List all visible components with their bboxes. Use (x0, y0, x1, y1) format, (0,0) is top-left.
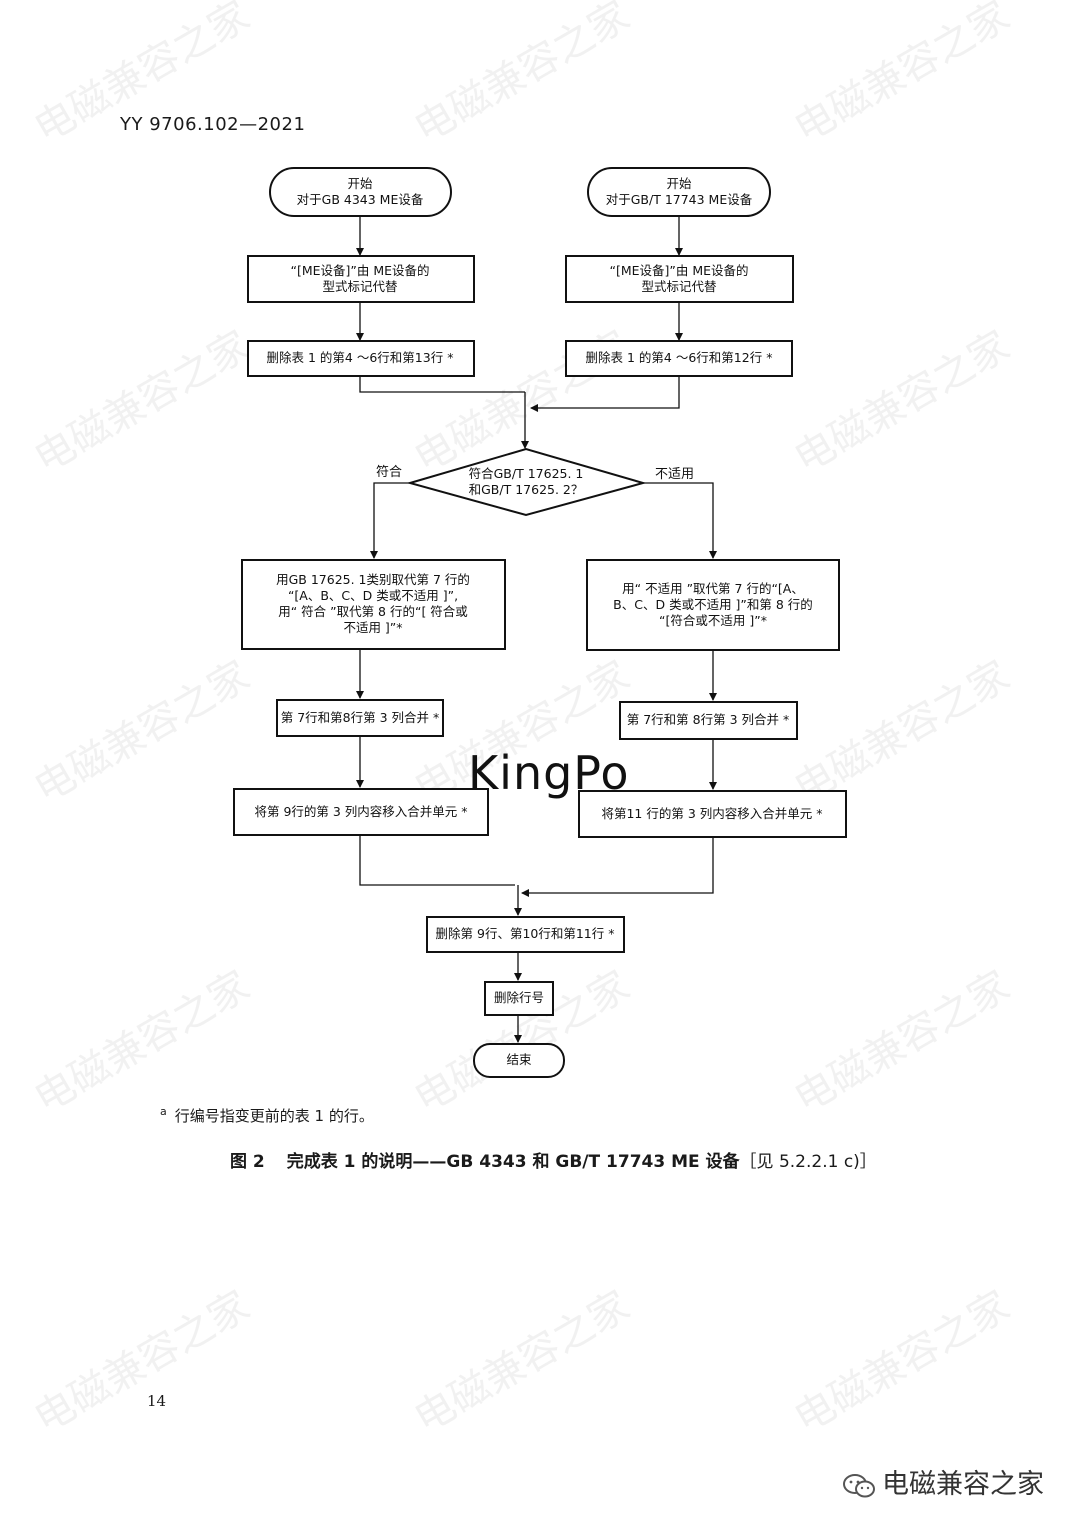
delete-right-box (565, 340, 793, 377)
move-left-text: 将第 9行的第 3 列内容移入合并单元 * (254, 804, 467, 819)
decision-node (406, 447, 647, 517)
watermark: 电磁兼容之家 (26, 1282, 258, 1443)
not-applicable-box (586, 559, 840, 651)
start-left-text: 开始 (347, 176, 373, 191)
figure-reference: ［见 5.2.2.1 c)］ (739, 1152, 877, 1172)
na-box-text: B、C、D 类或不适用 ]”和第 8 行的 (613, 597, 813, 612)
move-right-box (578, 790, 847, 838)
merge-left-box (276, 699, 444, 737)
figure-title: 完成表 1 的说明——GB 4343 和 GB/T 17743 ME 设备 (286, 1152, 740, 1172)
replace-left-box (247, 255, 475, 303)
figure-caption: 图 2 完成表 1 的说明——GB 4343 和 GB/T 17743 ME 设备… (230, 1147, 877, 1172)
decision-text: 符合GB/T 17625. 1 (469, 466, 584, 481)
flow-shapes (233, 167, 847, 1078)
document-header: YY 9706.102—2021 (120, 114, 306, 135)
delete-numbers-box (484, 981, 554, 1016)
delete-right-text: 删除表 1 的第4 ～6行和第12行 * (586, 350, 773, 365)
merge-right-box (619, 701, 798, 740)
decision-text: 和GB/T 17625. 2？ (469, 482, 584, 497)
footnote-mark: a (160, 1105, 167, 1118)
delete-rows-text: 删除第 9行、第10行和第11行 * (436, 926, 615, 941)
na-box-text: 用“ 不适用 ”取代第 7 行的“[A、 (622, 581, 804, 596)
wechat-icon (843, 1473, 875, 1497)
replace-left-text: 型式标记代替 (322, 279, 398, 294)
end-text: 结束 (506, 1052, 532, 1067)
comply-box-text: 不适用 ]”* (343, 620, 402, 635)
brand-footer: 电磁兼容之家 (842, 1462, 1044, 1501)
replace-right-text: 型式标记代替 (641, 279, 717, 294)
figure-number: 图 2 (230, 1152, 265, 1172)
move-right-text: 将第11 行的第 3 列内容移入合并单元 * (601, 806, 822, 821)
branch-label-not-applicable: 不适用 (655, 467, 694, 482)
comply-box-text: 用“ 符合 ”取代第 8 行的“[ 符合或 (278, 604, 468, 619)
comply-box-text: 用GB 17625. 1类别取代第 7 行的 (276, 572, 470, 587)
start-right-text: 对于GB/T 17743 ME设备 (606, 192, 753, 207)
start-right-node (587, 167, 771, 217)
move-left-box (233, 788, 489, 836)
comply-box (241, 559, 506, 650)
branch-label-comply: 符合 (376, 464, 402, 480)
watermark: 电磁兼容之家 (406, 1282, 638, 1443)
end-node (473, 1043, 565, 1078)
merge-right-text: 第 7行和第 8行第 3 列合并 * (627, 712, 789, 727)
comply-box-text: “[A、B、C、D 类或不适用 ]”, (288, 588, 458, 603)
na-box-text: “[符合或不适用 ]”* (659, 613, 767, 628)
merge-left-text: 第 7行和第8行第 3 列合并 * (281, 710, 440, 725)
replace-left-text: “[ME设备]”由 ME设备的 (290, 263, 429, 278)
delete-left-box (247, 340, 475, 377)
overlay-logo: KingPo (468, 746, 630, 800)
watermark: 电磁兼容之家 (786, 1282, 1018, 1443)
flow-connectors (356, 215, 717, 1043)
page-number: 14 (147, 1392, 167, 1410)
delete-left-text: 删除表 1 的第4 ～6行和第13行 * (267, 350, 454, 365)
replace-right-box (565, 255, 794, 303)
replace-right-text: “[ME设备]”由 ME设备的 (609, 263, 748, 278)
start-left-node (269, 167, 452, 217)
delete-rows-box (426, 916, 625, 953)
delete-nums-text: 删除行号 (494, 990, 544, 1005)
footnote: a 行编号指变更前的表 1 的行。 (160, 1105, 374, 1126)
start-left-text: 对于GB 4343 ME设备 (297, 192, 424, 207)
brand-name: 电磁兼容之家 (882, 1469, 1044, 1500)
start-right-text: 开始 (666, 176, 692, 191)
footnote-text: 行编号指变更前的表 1 的行。 (174, 1107, 374, 1125)
